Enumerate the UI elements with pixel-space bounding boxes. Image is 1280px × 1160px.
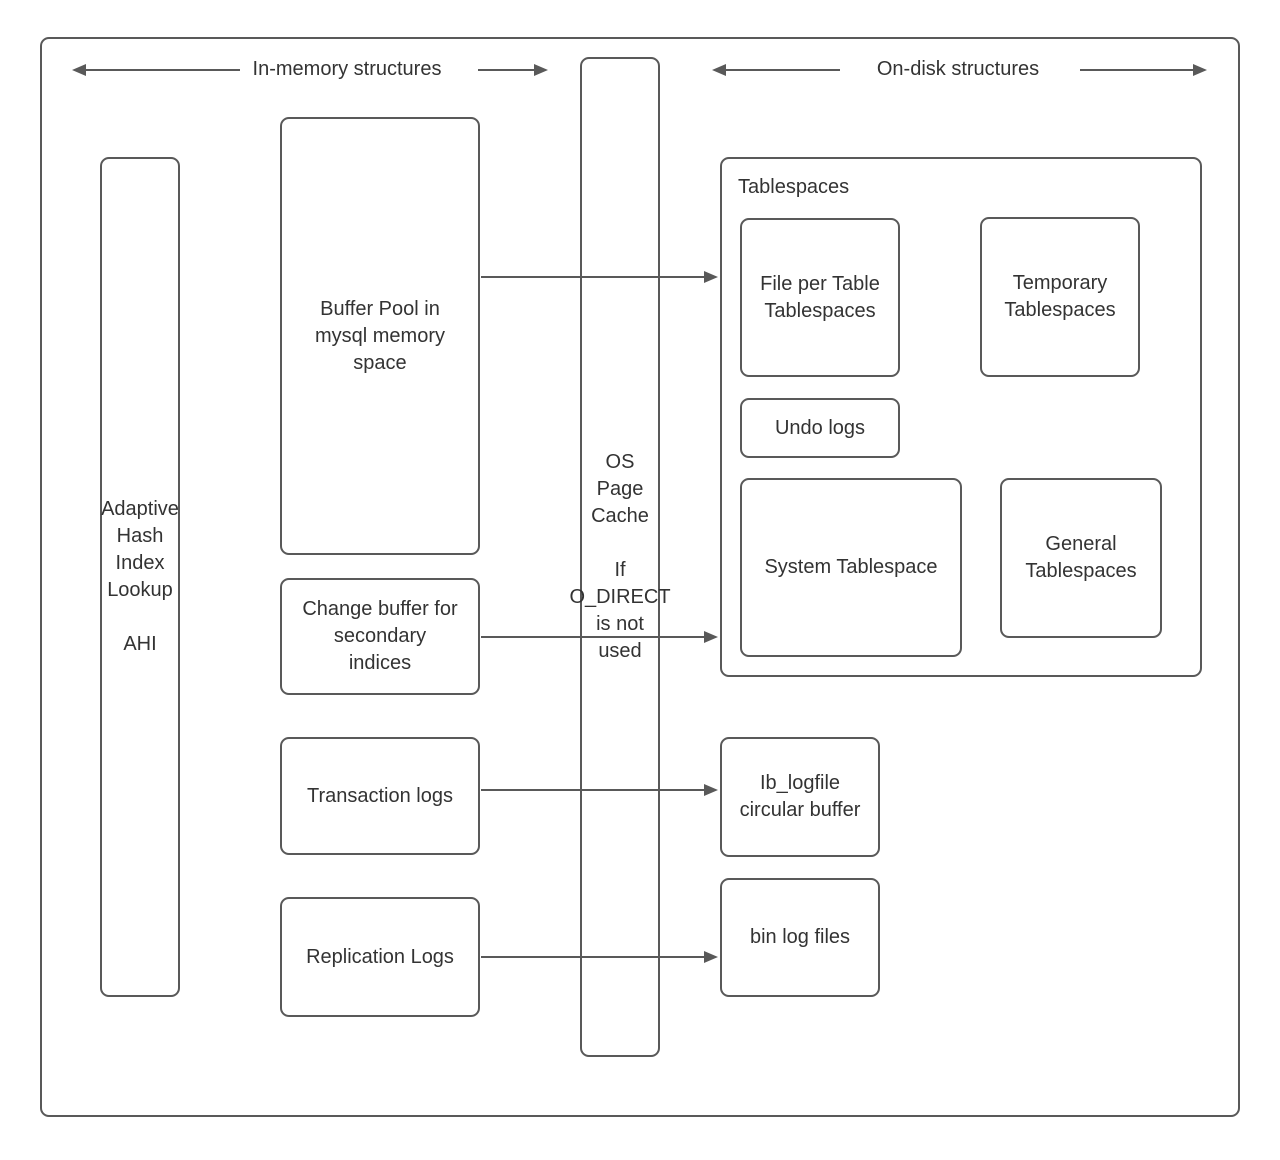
bin-log-files-box: bin log files: [720, 878, 880, 997]
in-memory-structures-label: In-memory structures: [252, 58, 442, 80]
bin-log-files-label: bin log files: [749, 926, 851, 948]
system-tablespace-box: System Tablespace: [740, 478, 962, 657]
undo-logs-box: Undo logs: [740, 398, 900, 458]
transaction-logs-label: Transaction logs: [307, 784, 453, 807]
tablespaces-label: Tablespaces: [738, 176, 850, 198]
transaction-logs-box: Transaction logs: [280, 737, 480, 855]
system-tablespace-label: System Tablespace: [764, 556, 938, 578]
replication-logs-box: Replication Logs: [280, 897, 480, 1017]
on-disk-structures-label: On-disk structures: [876, 58, 1040, 80]
replication-logs-label: Replication Logs: [306, 945, 454, 968]
undo-logs-label: Undo logs: [774, 416, 866, 439]
